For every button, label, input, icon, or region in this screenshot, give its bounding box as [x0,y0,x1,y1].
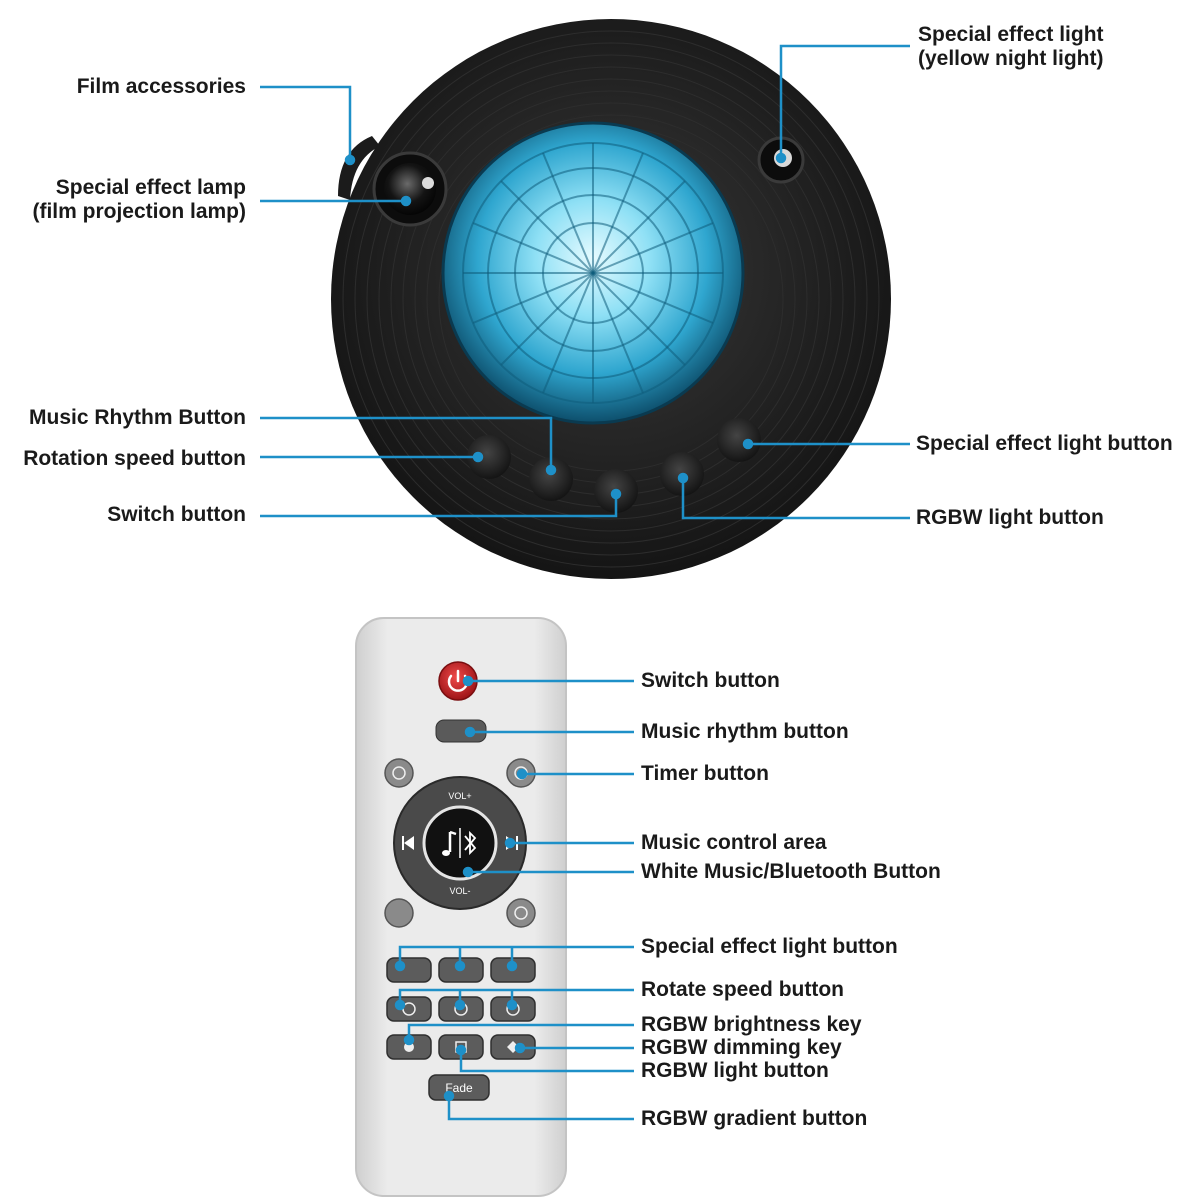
film-accessory-bump [338,136,380,200]
label-remote-timer-button: Timer button [641,762,769,785]
label-special-effect-lamp-line2: (film projection lamp) [32,200,246,223]
leader-film-accessories [260,85,352,160]
timer-icon [392,766,406,780]
label-film-accessories: Film accessories [76,75,246,98]
label-remote-rgbw-brightness-key: RGBW brightness key [641,1013,862,1036]
device-leader-lines [260,44,910,520]
remote-control: VOL+ VOL- [355,617,567,1197]
device-special-effect-light-button[interactable] [717,418,761,462]
remote-special-effect-key-1[interactable] [386,957,432,983]
projection-globe [441,121,745,425]
label-remote-white-music-bluetooth: White Music/Bluetooth Button [641,860,941,883]
timer-icon [514,906,528,920]
label-special-effect-light-button-device: Special effect light button [916,432,1173,455]
label-remote-special-effect-light-button: Special effect light button [641,935,898,958]
remote-leader-lines [394,675,634,1121]
label-remote-music-control-area: Music control area [641,831,827,854]
leader-switch-button [260,494,618,518]
remote-fade-button[interactable] [428,1074,490,1101]
label-special-effect-lamp-line1: Special effect lamp [55,176,246,199]
leader-rgbw-light-button [681,478,910,520]
device-rotation-speed-button[interactable] [467,435,511,479]
leader-music-rhythm-button [260,416,553,470]
device-music-rhythm-button[interactable] [529,457,573,501]
remote-rotate-speed-key-1[interactable] [386,996,432,1022]
remote-left-round-button[interactable] [384,898,414,928]
remote-right-round-button[interactable] [506,898,536,928]
vol-down-label: VOL- [449,886,470,896]
label-special-effect-light-line2: (yellow night light) [918,47,1104,70]
remote-timer-left-button[interactable] [384,758,414,788]
remote-white-music-bluetooth-button[interactable] [442,828,477,858]
label-remote-music-rhythm-button: Music rhythm button [641,720,849,743]
projector-device [331,19,891,579]
label-remote-switch-button: Switch button [641,669,780,692]
label-music-rhythm-button: Music Rhythm Button [29,406,246,429]
bluetooth-icon [464,830,477,856]
play-prev-icon[interactable] [404,836,414,850]
label-remote-rgbw-dimming-key: RGBW dimming key [641,1036,842,1059]
label-rotation-speed-button: Rotation speed button [23,447,246,470]
leader-special-effect-light [779,44,910,158]
label-special-effect-light-line1: Special effect light [918,23,1104,46]
fade-key-label: Fade [445,1081,473,1095]
vol-up-label: VOL+ [448,791,471,801]
remote-music-control-area[interactable]: VOL+ VOL- [393,776,527,910]
film-projection-lens [372,151,448,227]
label-rgbw-light-button-device: RGBW light button [916,506,1104,529]
music-note-icon [448,830,457,852]
label-remote-rgbw-light-button: RGBW light button [641,1059,829,1082]
label-remote-rotate-speed-button: Rotate speed button [641,978,844,1001]
label-remote-rgbw-gradient-button: RGBW gradient button [641,1107,868,1130]
label-switch-button-device: Switch button [107,503,246,526]
